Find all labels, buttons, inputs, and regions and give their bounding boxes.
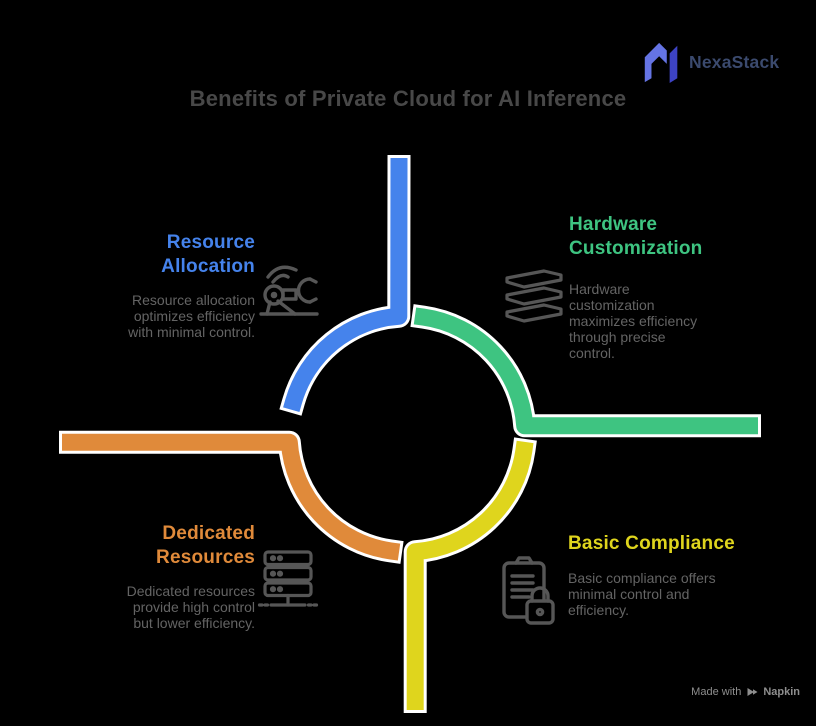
- napkin-logo-icon: [747, 688, 758, 696]
- body-hardware-customization: Hardware customization maximizes efficie…: [569, 281, 698, 361]
- segment-arc-resource-allocation: [283, 157, 408, 413]
- heading-line: Resource: [166, 232, 255, 253]
- stacked-hardware-icon: [503, 264, 565, 326]
- body-resource-allocation: Resource allocation optimizes efficiency…: [128, 292, 255, 340]
- made-with-label: Made with: [691, 686, 742, 698]
- body-basic-compliance: Basic compliance offers minimal control …: [568, 570, 716, 618]
- page-title: Benefits of Private Cloud for AI Inferen…: [189, 86, 627, 111]
- heading-basic-compliance: Basic Compliance: [568, 532, 788, 556]
- robotic-arm-icon: [257, 256, 321, 320]
- heading-resource-allocation: Resource Allocation: [75, 231, 255, 279]
- heading-line: Dedicated: [162, 523, 255, 544]
- heading-dedicated-resources: Dedicated Resources: [75, 522, 255, 570]
- server-rack-icon: [256, 549, 320, 615]
- segment-arc-hardware-customization: [413, 307, 758, 435]
- heading-line: Basic Compliance: [568, 533, 735, 554]
- logo-dark-shape: [669, 45, 678, 84]
- clipboard-lock-icon: [499, 554, 557, 632]
- heading-line: Resources: [156, 547, 255, 568]
- logo-light-shape: [644, 42, 667, 83]
- heading-hardware-customization: Hardware Customization: [569, 213, 769, 261]
- segment-arc-basic-compliance: [406, 440, 534, 710]
- body-dedicated-resources: Dedicated resources provide high control…: [126, 583, 255, 631]
- nexastack-logo-icon: [644, 42, 678, 84]
- heading-line: Allocation: [161, 256, 255, 277]
- brand-name: NexaStack: [689, 52, 780, 72]
- made-with-napkin: Made with Napkin: [691, 686, 800, 698]
- napkin-brand-label: Napkin: [763, 686, 800, 698]
- segment-arc-dedicated-resources: [62, 433, 401, 561]
- heading-line: Customization: [569, 238, 703, 259]
- heading-line: Hardware: [569, 214, 658, 235]
- brand-logo: [640, 40, 684, 84]
